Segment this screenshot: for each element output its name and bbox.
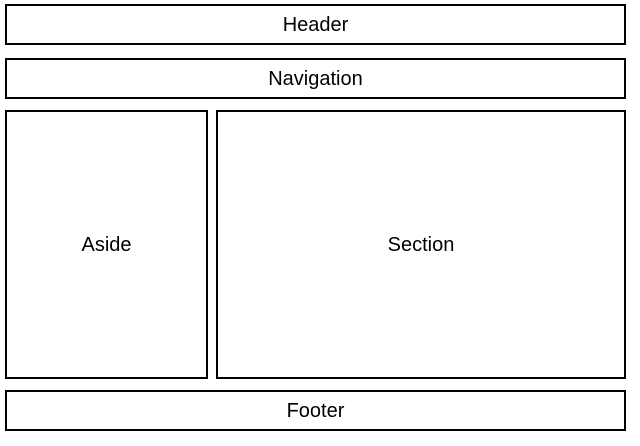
section-box-label: Section — [387, 233, 455, 256]
section-box: Section — [216, 110, 626, 379]
navigation-box: Navigation — [5, 58, 626, 99]
header-box-label: Header — [282, 13, 349, 36]
header-box: Header — [5, 4, 626, 45]
footer-box: Footer — [5, 390, 626, 431]
aside-box: Aside — [5, 110, 208, 379]
footer-box-label: Footer — [286, 399, 345, 422]
navigation-box-label: Navigation — [268, 67, 363, 90]
aside-box-label: Aside — [81, 233, 132, 256]
